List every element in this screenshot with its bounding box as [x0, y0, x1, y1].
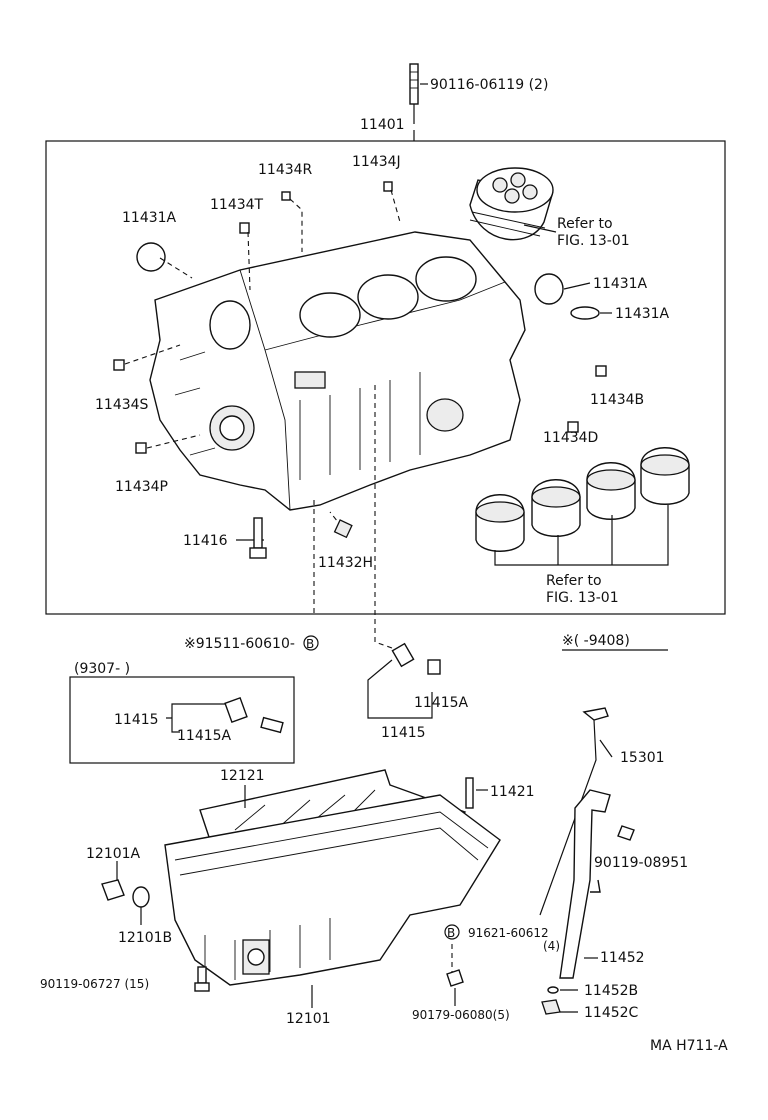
- label-refer-bearing-2: FIG. 13-01: [546, 590, 619, 606]
- label-bolt: 11416: [183, 533, 228, 549]
- label-gasket: 12121: [220, 768, 265, 784]
- label-stud-pan: 11421: [490, 784, 535, 800]
- label-stud-top: 90116-06119 (2): [430, 77, 548, 93]
- pan-bolt-part: [194, 966, 210, 992]
- nut-part: [446, 944, 464, 1006]
- label-plug-s: 11434S: [95, 397, 149, 413]
- label-sealer-num: 91621-60612: [468, 926, 549, 940]
- label-oring: 11452B: [584, 983, 638, 999]
- label-hole-plug-right2: 11431A: [615, 306, 670, 322]
- drain-plug-part: [101, 861, 150, 925]
- label-sealer-qty: (4): [543, 939, 560, 953]
- label-plug-p: 11434P: [115, 479, 168, 495]
- label-refer-bearing-1: Refer to: [546, 573, 602, 589]
- label-inset-11415: 11415: [114, 712, 159, 728]
- label-hole-plug-left: 11431A: [122, 210, 177, 226]
- guide-tube-part: [541, 789, 635, 1015]
- stud-11421-part: [465, 777, 488, 809]
- label-block: 11401: [360, 117, 405, 133]
- label-fig-code: MA H711-A: [650, 1038, 728, 1054]
- label-inset-11415a: 11415A: [177, 728, 232, 744]
- note-bolt-circle: [303, 635, 319, 651]
- label-note-bolt-circle: B: [306, 637, 314, 651]
- label-gasket-plug: 12101B: [118, 930, 172, 946]
- label-drain-11415: 11415: [381, 725, 426, 741]
- oil-pan-part: [164, 794, 501, 1008]
- label-plug-t: 11434T: [210, 197, 264, 213]
- label-note-bolt: ※91511-60610-: [184, 636, 295, 652]
- bolt-11416-part: [249, 517, 267, 559]
- label-plug-j: 11434J: [352, 154, 401, 170]
- label-pan-bolt: 90119-06727 (15): [40, 977, 149, 991]
- label-refer-piston-2: FIG. 13-01: [557, 233, 630, 249]
- sealer-circle: [444, 924, 460, 940]
- label-pan: 12101: [286, 1011, 331, 1027]
- label-note-range: ※( -9408): [562, 633, 630, 649]
- label-plug-r: 11434R: [258, 162, 313, 178]
- label-gauge: 15301: [620, 750, 665, 766]
- label-plug-b: 11434B: [590, 392, 644, 408]
- label-guide: 11452: [600, 950, 645, 966]
- label-bolt-guide: 90119-08951: [594, 855, 688, 871]
- label-nut: 90179-06080(5): [412, 1008, 510, 1022]
- switch-11415-part: [367, 642, 441, 719]
- label-drain-plug: 12101A: [86, 846, 141, 862]
- inset-frame: [69, 676, 295, 764]
- oil-jet-part: [333, 519, 353, 539]
- label-seal-c: 11452C: [584, 1005, 639, 1021]
- label-plug-d: 11434D: [543, 430, 598, 446]
- stud-top-part: [409, 63, 428, 141]
- label-sealer-b: B: [447, 926, 455, 940]
- label-hole-plug-right1: 11431A: [593, 276, 648, 292]
- inset-parts: [166, 696, 284, 734]
- bearing-parts: [475, 447, 690, 566]
- dipstick-part: [539, 707, 613, 916]
- label-jet: 11432H: [318, 555, 373, 571]
- label-inset-range: (9307- ): [74, 661, 130, 677]
- label-drain-11415a: 11415A: [414, 695, 469, 711]
- cylinder-block-body: [149, 231, 526, 511]
- piston-part: [469, 167, 554, 241]
- plug-parts: [113, 181, 607, 454]
- cylinder-block-frame: [45, 140, 726, 615]
- label-refer-piston-1: Refer to: [557, 216, 613, 232]
